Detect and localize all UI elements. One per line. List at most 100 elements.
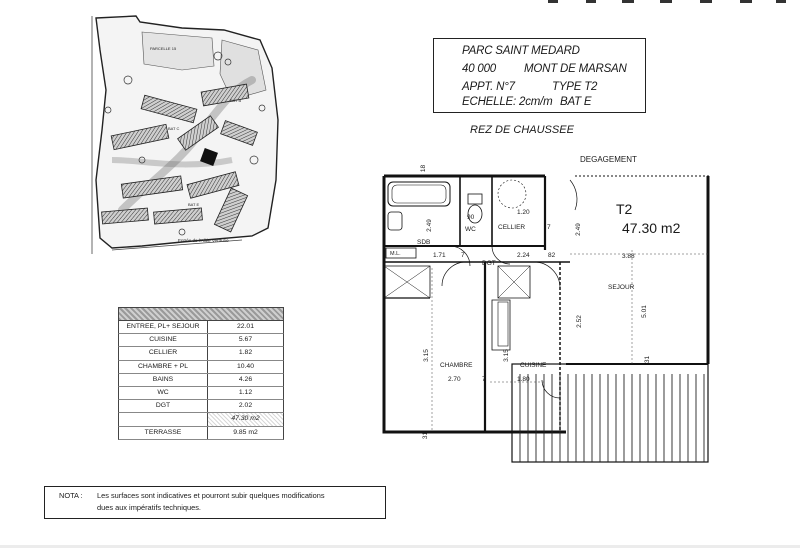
bat-label: BAT C (168, 126, 180, 131)
bat-label: BAT E (188, 202, 200, 207)
bat-label: BAT B (230, 98, 242, 103)
floor-plan (382, 174, 710, 463)
table-row: WC 1.12 (118, 386, 284, 401)
row-value: 22.01 (236, 323, 254, 330)
room-sejour: SEJOUR (608, 284, 635, 291)
dimension: 3.15 (422, 349, 430, 362)
table-row: TERRASSE 9.85 m2 (118, 426, 284, 440)
row-value: 9.85 m2 (233, 428, 258, 436)
room-sdb: SDB (417, 239, 431, 246)
building (153, 207, 203, 225)
row-value: 5.67 (238, 336, 253, 344)
row-label: WC (119, 386, 208, 400)
dimension: 31 (644, 355, 652, 364)
top-edge-mark (700, 0, 712, 3)
location-marker (200, 148, 218, 166)
building (220, 120, 258, 146)
table-row-total: 47.30 m2 (118, 413, 284, 427)
room-cuisine: CUISINE (520, 362, 547, 369)
room-cellier: CELLIER (498, 224, 526, 231)
row-value: 4.26 (238, 375, 253, 383)
city: MONT DE MARSAN (524, 63, 627, 75)
terrace-slats (519, 374, 705, 462)
dimension: 7 (482, 376, 486, 383)
room-chambre: CHAMBRE (440, 362, 473, 369)
road-label: Entrée de l'Allée Verdurie (178, 238, 229, 243)
top-edge-mark (740, 0, 752, 3)
dimension: 2.52 (575, 315, 583, 328)
building (110, 123, 170, 151)
dimension: 5.01 (640, 305, 648, 318)
dimension: 90 (467, 214, 475, 221)
row-value: 1.12 (238, 388, 253, 396)
degagement-label: DEGAGEMENT (580, 155, 637, 164)
nota-key: NOTA : (59, 491, 83, 500)
row-label: CELLIER (119, 347, 208, 360)
table-row: BAINS 4.26 (118, 373, 284, 387)
parcel-label: PARCELLE 15 (150, 46, 177, 51)
top-edge-mark (622, 0, 634, 3)
dimension: 1.71 (433, 252, 446, 259)
nota-text-line2: dues aux impératifs techniques. (97, 503, 201, 512)
row-label: CHAMBRE + PL (119, 360, 208, 373)
dimension: 2.49 (425, 219, 433, 232)
row-value: 2.02 (238, 402, 253, 410)
top-edge-mark (776, 0, 786, 3)
nota-box: NOTA : Les surfaces sont indicatives et … (44, 486, 386, 519)
top-edge-mark (586, 0, 596, 3)
nota-text-line1: Les surfaces sont indicatives et pourron… (97, 491, 325, 500)
dimension: 3.15 (502, 349, 510, 362)
table-row: CHAMBRE + PL 10.40 (118, 360, 284, 374)
row-label: CUISINE (119, 334, 208, 347)
apartment-area-label: 47.30 m2 (622, 220, 681, 236)
total-value: 47.30 m2 (208, 413, 283, 426)
building (213, 187, 249, 233)
top-edge-mark (660, 0, 672, 3)
table-row: DGT 2.02 (118, 400, 284, 414)
table-row: ENTREE, PL+ SEJOUR 22.01 (118, 321, 284, 335)
row-value: 1.82 (238, 349, 253, 357)
dimension: 3.88 (622, 253, 635, 260)
row-label (119, 413, 208, 426)
top-edge-mark (548, 0, 558, 3)
surfaces-table: ENTREE, PL+ SEJOUR 22.01 CUISINE 5.67 CELL… (118, 307, 284, 440)
building: BAT E (560, 96, 592, 108)
page-bottom-edge (0, 545, 800, 548)
header-box: PARC SAINT MEDARD 40 000 MONT DE MARSAN … (433, 38, 646, 113)
table-header (118, 307, 284, 321)
building (140, 94, 198, 124)
dimension: 1.80 (517, 376, 530, 383)
dimension: 31 (422, 431, 430, 440)
apartment-type: TYPE T2 (552, 81, 598, 93)
dimension: 2.70 (448, 376, 461, 383)
floor-level: REZ DE CHAUSSEE (470, 124, 574, 136)
building (177, 115, 219, 151)
building (186, 171, 240, 199)
dimension: 7 (461, 252, 465, 259)
row-label: TERRASSE (119, 426, 208, 439)
dimension: 1.20 (517, 209, 530, 216)
building (200, 83, 250, 107)
postal-code: 40 000 (462, 63, 496, 75)
site-plan: Entrée de l'Allée Verdurie PARCELLE 15 B… (91, 15, 279, 254)
room-dgt: DGT (482, 260, 496, 267)
room-ml: M.L. (390, 251, 401, 257)
building (101, 207, 149, 225)
dimension: 7 (547, 224, 551, 231)
table-row: CUISINE 5.67 (118, 334, 284, 348)
building (120, 175, 184, 199)
dimension: 2.24 (517, 252, 530, 259)
apartment-number: APPT. N°7 (462, 81, 515, 93)
row-label: BAINS (119, 373, 208, 386)
table-row: CELLIER 1.82 (118, 347, 284, 361)
row-label: DGT (119, 400, 208, 413)
row-label: ENTREE, PL+ SEJOUR (119, 321, 208, 334)
row-value: 10.40 (236, 362, 254, 370)
room-wc: WC (465, 226, 476, 233)
project-name: PARC SAINT MEDARD (462, 45, 580, 57)
apartment-type-label: T2 (616, 201, 633, 217)
dimension: 2.49 (574, 223, 582, 236)
scale: ECHELLE: 2cm/m (462, 96, 553, 108)
dimension: 18 (420, 164, 428, 173)
dimension: 82 (548, 252, 556, 259)
